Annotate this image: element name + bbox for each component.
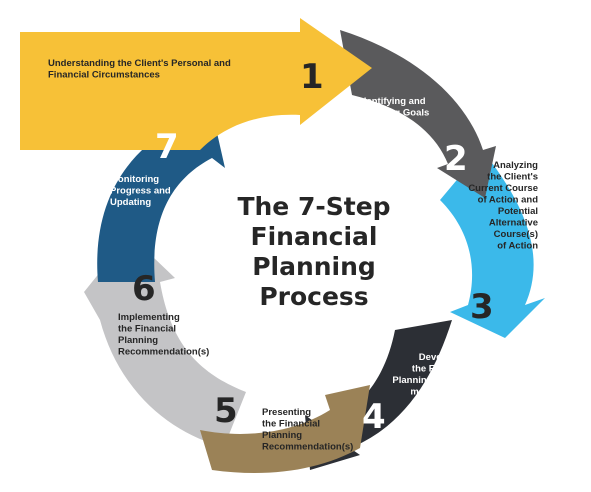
step-3-arrow — [440, 150, 545, 338]
step-5-number: 5 — [214, 391, 238, 431]
step-4-label-line: mendation(s) — [410, 387, 470, 398]
step-5-arrow — [200, 385, 370, 474]
step-6-arrow — [84, 235, 246, 447]
title-line-3: Planning — [252, 252, 376, 281]
step-4-label-line: Developing — [419, 352, 470, 363]
step-2-arrow — [340, 30, 496, 198]
step-2-label-line: Selecting Goals — [358, 108, 429, 119]
step-6-label-line: Implementing — [118, 312, 180, 323]
step-3-label-line: Potential — [498, 206, 538, 217]
step-3-number: 3 — [470, 287, 494, 327]
step-5-label-line: Presenting — [262, 407, 311, 418]
title-line-1: The 7-Step — [237, 192, 390, 221]
step-1-label-line: Understanding the Client's Personal and — [48, 58, 231, 69]
title-line-2: Financial — [251, 222, 378, 251]
step-3-label-line: Alternative — [489, 218, 538, 229]
step-7-number: 7 — [155, 127, 179, 167]
step-1-label-line: Financial Circumstances — [48, 70, 160, 81]
step-6-label-line: Planning — [118, 335, 158, 346]
step-4-label-line: the Financial — [412, 364, 470, 375]
step-7-label-line: Progress and — [110, 186, 171, 197]
step-3-label-line: Analyzing — [493, 160, 538, 171]
step-6-label-line: Recommendation(s) — [118, 347, 209, 358]
step-3-label-line: of Action and — [478, 195, 539, 206]
step-5-label-line: Planning — [262, 430, 302, 441]
step-5-label-line: the Financial — [262, 419, 320, 430]
step-1-arrow — [20, 18, 372, 150]
step-1-number: 1 — [300, 57, 324, 97]
step-5-label-line: Recommendation(s) — [262, 442, 353, 453]
step-3-label-line: Course(s) — [494, 229, 538, 240]
step-numbers: 1 2 3 4 5 6 7 — [132, 57, 494, 437]
step-2-number: 2 — [444, 139, 468, 179]
step-6-label-line: the Financial — [118, 324, 176, 335]
cycle-arrows — [20, 18, 545, 474]
step-7-label-line: Monitoring — [110, 174, 159, 185]
step-6-number: 6 — [132, 269, 156, 309]
step-4-label-line: Planning Recom- — [392, 375, 470, 386]
step-3-label-line: Current Course — [468, 183, 538, 194]
step-4-number: 4 — [362, 397, 386, 437]
step-3-label-line: the Client's — [487, 172, 538, 183]
step-3-label-line: of Action — [497, 241, 538, 252]
center-title: The 7-Step Financial Planning Process — [237, 192, 390, 311]
step-7-label-line: Updating — [110, 197, 151, 208]
title-line-4: Process — [259, 282, 368, 311]
step-2-label-line: Identifying and — [358, 96, 426, 107]
